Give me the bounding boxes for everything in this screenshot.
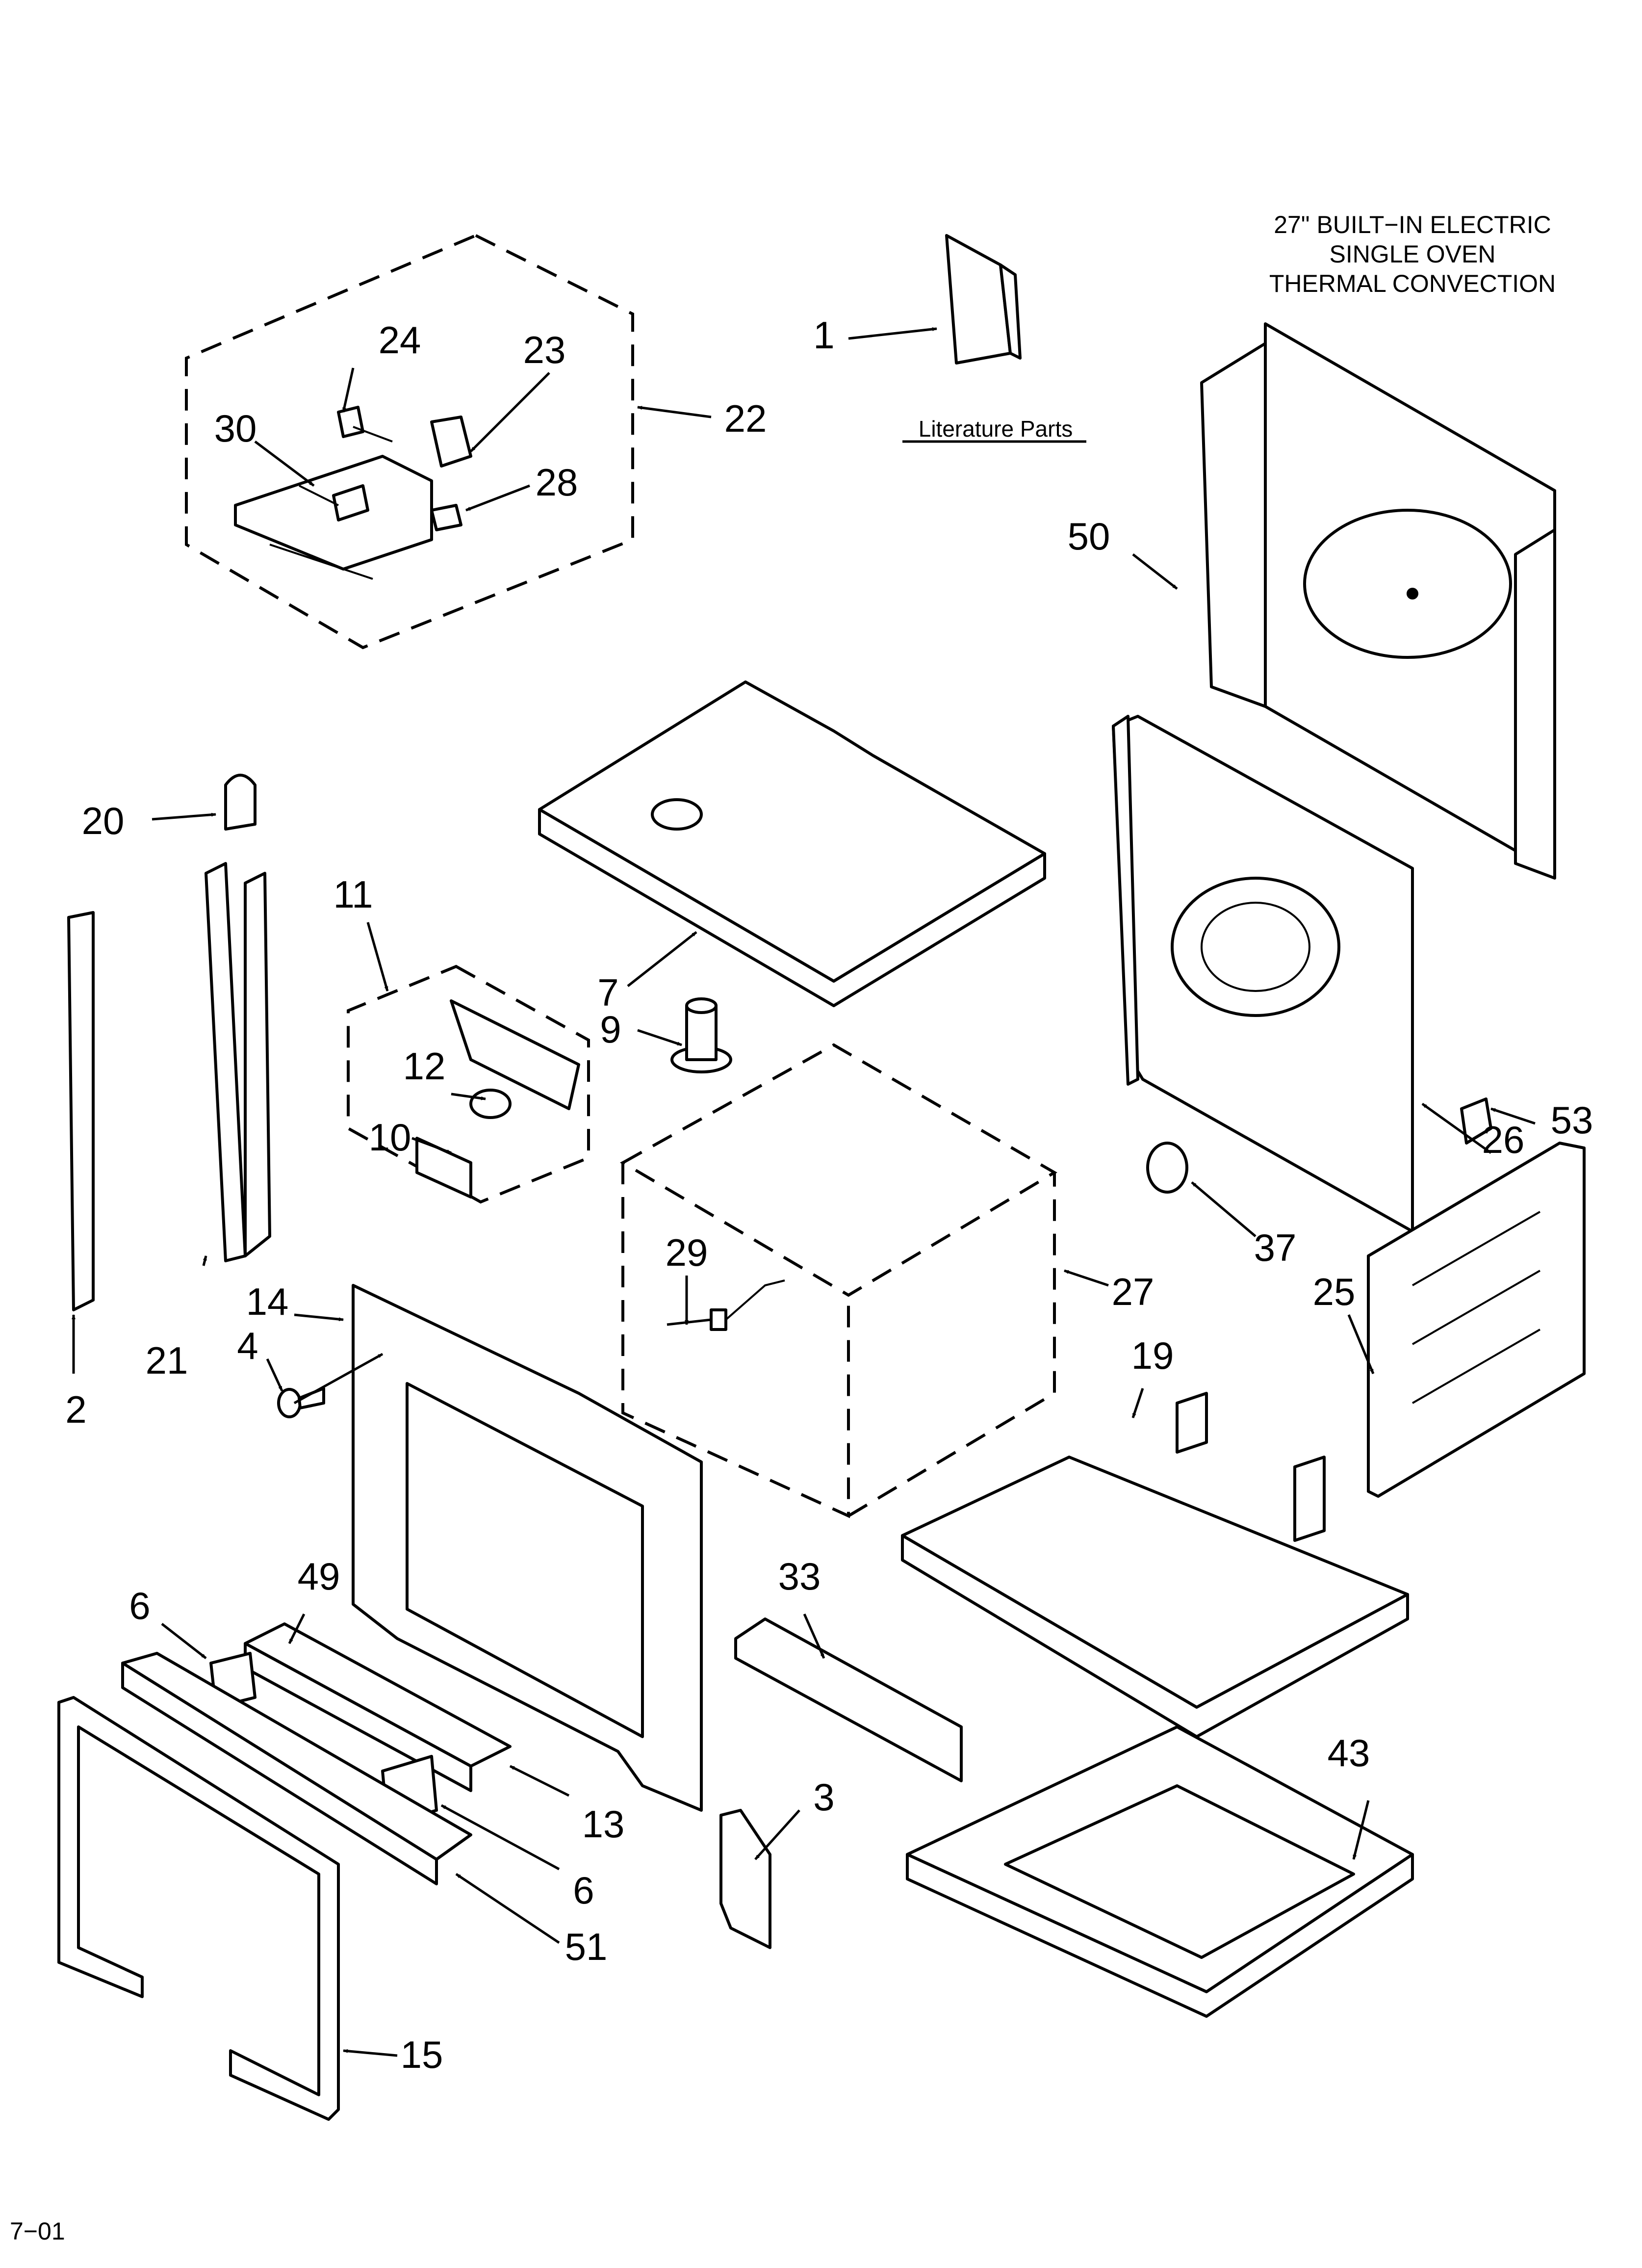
part-group-22-outline xyxy=(185,234,634,650)
part-control-bracket xyxy=(234,406,472,580)
callout-3: 3 xyxy=(813,1775,834,1819)
part-rear-panel xyxy=(1200,322,1556,880)
callout-4: 4 xyxy=(237,1324,258,1367)
callout-6-upper: 6 xyxy=(129,1584,150,1627)
callout-50: 50 xyxy=(1068,515,1110,558)
callout-1: 1 xyxy=(813,313,834,357)
callout-22: 22 xyxy=(724,397,767,440)
part-vent-fitting xyxy=(670,997,732,1073)
callout-37: 37 xyxy=(1254,1226,1297,1269)
revision-code: 7−01 xyxy=(10,2217,65,2245)
callout-23: 23 xyxy=(523,328,566,371)
callout-labels: 1 2 3 4 6 6 7 9 10 11 12 13 14 15 19 20 … xyxy=(65,313,1593,2076)
part-small-bracket xyxy=(1460,1097,1492,1145)
part-oven-cavity xyxy=(619,1043,1057,1518)
callout-20: 20 xyxy=(82,799,125,842)
callout-15: 15 xyxy=(401,2033,443,2076)
part-side-panel xyxy=(1367,1142,1586,1498)
title-line-3: THERMAL CONVECTION xyxy=(1269,270,1556,297)
callout-43: 43 xyxy=(1328,1731,1370,1774)
callout-33: 33 xyxy=(778,1555,821,1598)
part-screw xyxy=(277,1387,325,1418)
title-line-2: SINGLE OVEN xyxy=(1330,240,1496,268)
callout-6-lower: 6 xyxy=(573,1869,594,1912)
callout-27: 27 xyxy=(1112,1270,1155,1313)
callout-12: 12 xyxy=(403,1044,446,1088)
callout-29: 29 xyxy=(666,1231,708,1274)
callout-19: 19 xyxy=(1131,1334,1174,1377)
callout-25: 25 xyxy=(1313,1270,1356,1313)
part-vent-trim xyxy=(121,1652,472,1885)
callout-10: 10 xyxy=(369,1116,411,1159)
callout-9: 9 xyxy=(600,1008,621,1051)
callout-13: 13 xyxy=(582,1802,625,1846)
callout-49: 49 xyxy=(298,1555,340,1598)
part-support-channel xyxy=(734,1617,963,1782)
part-rear-wall xyxy=(1112,715,1414,1233)
callout-28: 28 xyxy=(536,461,578,504)
callout-26: 26 xyxy=(1482,1118,1525,1161)
part-side-rail xyxy=(67,911,95,1311)
part-group-11-outline xyxy=(347,965,590,1204)
title-line-1: 27" BUILT−IN ELECTRIC xyxy=(1274,211,1551,238)
callout-51: 51 xyxy=(565,1925,608,1968)
callout-30: 30 xyxy=(214,407,257,450)
diagram-title: 27" BUILT−IN ELECTRIC SINGLE OVEN THERMA… xyxy=(1269,211,1556,297)
part-front-frame xyxy=(352,1284,703,1812)
part-door-gasket xyxy=(57,1696,340,2121)
part-side-trim xyxy=(205,862,271,1262)
leader-arrows xyxy=(72,327,1536,2057)
part-sensor xyxy=(667,1279,785,1331)
literature-parts-label: Literature Parts xyxy=(919,416,1073,442)
part-light-assembly xyxy=(415,999,580,1199)
callout-2: 2 xyxy=(65,1388,86,1431)
part-literature-booklet xyxy=(945,234,1022,365)
part-bottom-panel xyxy=(901,1392,1409,1738)
callout-53: 53 xyxy=(1551,1098,1593,1142)
part-trim-cap xyxy=(224,774,257,831)
part-bottom-tray xyxy=(906,1725,1414,2018)
callout-11: 11 xyxy=(334,873,373,916)
callout-24: 24 xyxy=(379,318,421,362)
part-thermostat xyxy=(1146,1142,1188,1194)
callout-7: 7 xyxy=(597,971,618,1014)
callout-14: 14 xyxy=(246,1280,289,1323)
callout-21: 21 xyxy=(146,1339,188,1382)
part-top-panel xyxy=(538,680,1046,1007)
part-mount-bracket xyxy=(719,1809,771,1949)
